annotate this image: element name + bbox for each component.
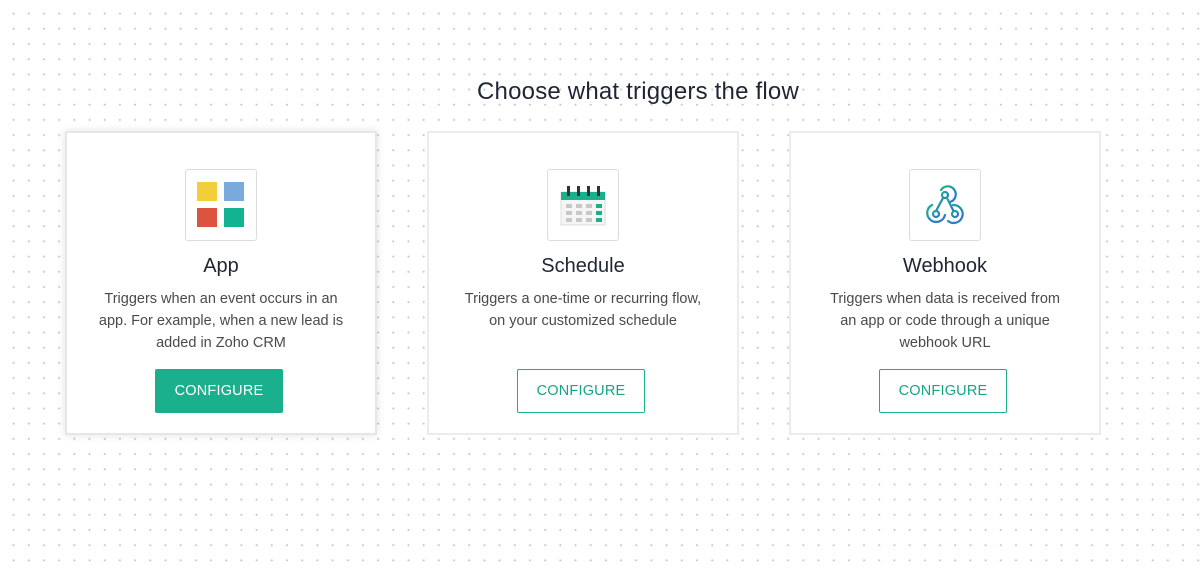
configure-schedule-button[interactable]: CONFIGURE <box>517 369 645 413</box>
card-title: Webhook <box>902 255 988 277</box>
configure-app-button[interactable]: CONFIGURE <box>155 369 283 413</box>
page-title: Choose what triggers the flow <box>477 78 799 105</box>
card-description: Triggers a one-time or recurring flow, o… <box>464 291 702 329</box>
trigger-card-schedule[interactable]: Schedule Triggers a one-time or recurrin… <box>427 131 739 435</box>
app-grid-icon <box>185 169 257 241</box>
calendar-icon <box>547 169 619 241</box>
card-description: Triggers when an event occurs in an app.… <box>98 291 344 351</box>
card-title: App <box>203 255 239 277</box>
configure-webhook-button[interactable]: CONFIGURE <box>879 369 1007 413</box>
card-description: Triggers when data is received from an a… <box>830 291 1060 351</box>
trigger-card-app[interactable]: App Triggers when an event occurs in an … <box>65 131 377 435</box>
webhook-icon <box>909 169 981 241</box>
trigger-card-webhook[interactable]: Webhook Triggers when data is received f… <box>789 131 1101 435</box>
card-title: Schedule <box>541 255 625 277</box>
